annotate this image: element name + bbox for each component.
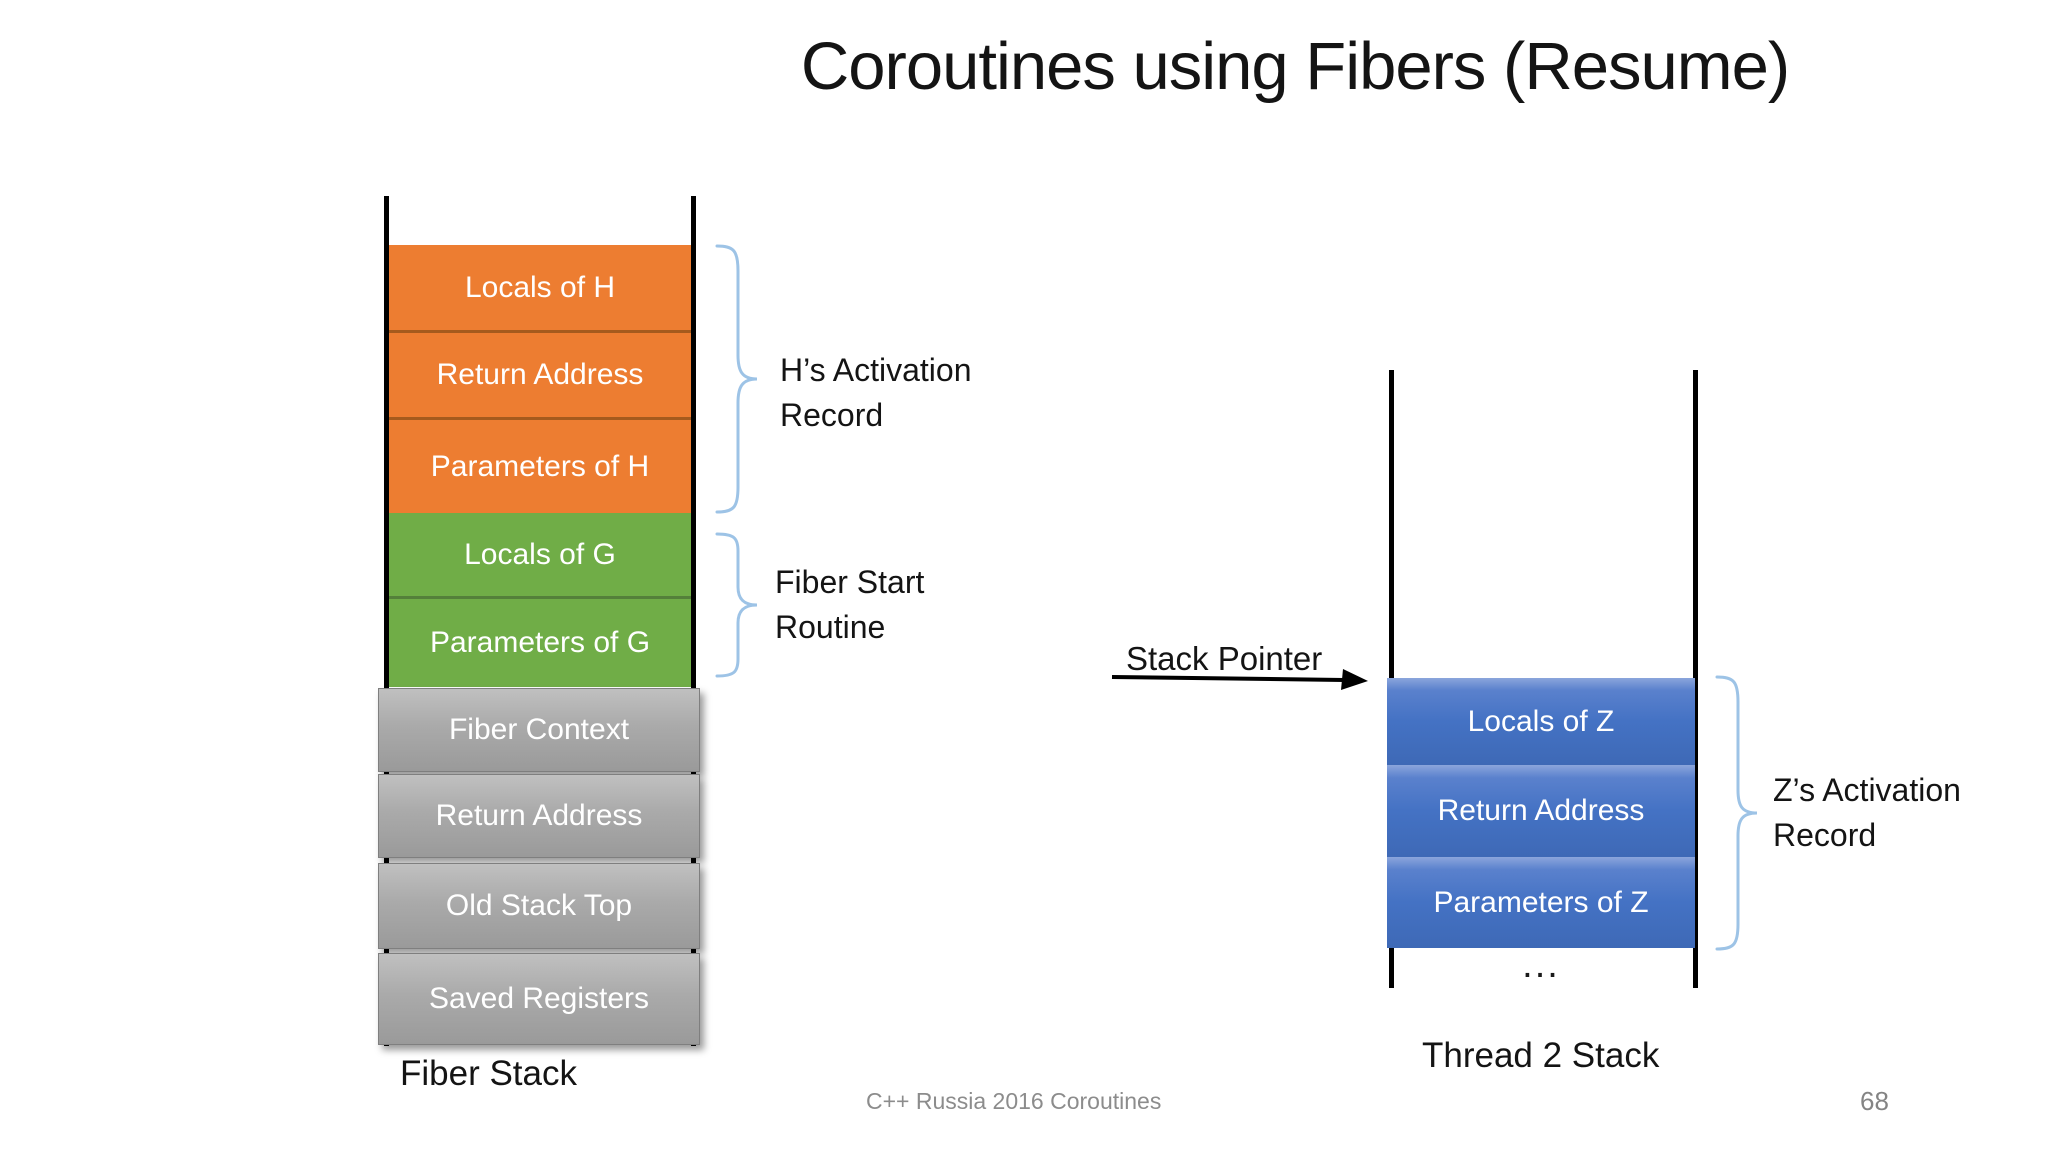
z-activation-label: Z’s Activation Record [1773, 772, 1961, 854]
fiber-stack-left-wall [384, 196, 389, 1046]
thread2-stack-ellipsis: ... [1522, 944, 1560, 986]
page-number: 68 [1860, 1086, 1889, 1116]
h-activation-brace [714, 243, 760, 515]
stack-segment-return-address-h: Return Address [389, 333, 691, 420]
h-activation-record-group: Locals of H Return Address Parameters of… [389, 245, 691, 513]
thread2-stack-caption: Thread 2 Stack [1422, 1036, 1660, 1075]
fiber-start-brace [714, 531, 760, 679]
stack-segment-old-stack-top: Old Stack Top [378, 863, 700, 949]
stack-segment-saved-registers: Saved Registers [378, 953, 700, 1045]
stack-pointer-arrow [1110, 664, 1372, 698]
stack-segment-locals-of-g: Locals of G [389, 513, 691, 599]
stack-segment-return-address-fiber: Return Address [378, 774, 700, 858]
z-activation-record-group: Locals of Z Return Address Parameters of… [1387, 678, 1695, 948]
stack-segment-parameters-of-z: Parameters of Z [1387, 857, 1695, 948]
stack-segment-fiber-context: Fiber Context [378, 688, 700, 772]
thread2-stack-right-wall [1693, 370, 1698, 988]
stack-segment-parameters-of-h: Parameters of H [389, 420, 691, 513]
stack-segment-locals-of-h: Locals of H [389, 245, 691, 333]
fiber-stack-right-wall [691, 196, 696, 1046]
fiber-stack-caption: Fiber Stack [400, 1054, 577, 1093]
footer-text: C++ Russia 2016 Coroutines [866, 1088, 1162, 1114]
stack-segment-parameters-of-g: Parameters of G [389, 599, 691, 687]
h-activation-label: H’s Activation Record [780, 352, 972, 434]
fiber-start-label: Fiber Start Routine [775, 564, 925, 646]
slide-title: Coroutines using Fibers (Resume) [800, 29, 1790, 104]
fiber-start-routine-group: Locals of G Parameters of G [389, 513, 691, 687]
stack-pointer-label: Stack Pointer [1126, 640, 1323, 677]
z-activation-brace [1714, 674, 1760, 952]
stack-segment-return-address-z: Return Address [1387, 765, 1695, 857]
stack-segment-locals-of-z: Locals of Z [1387, 678, 1695, 765]
